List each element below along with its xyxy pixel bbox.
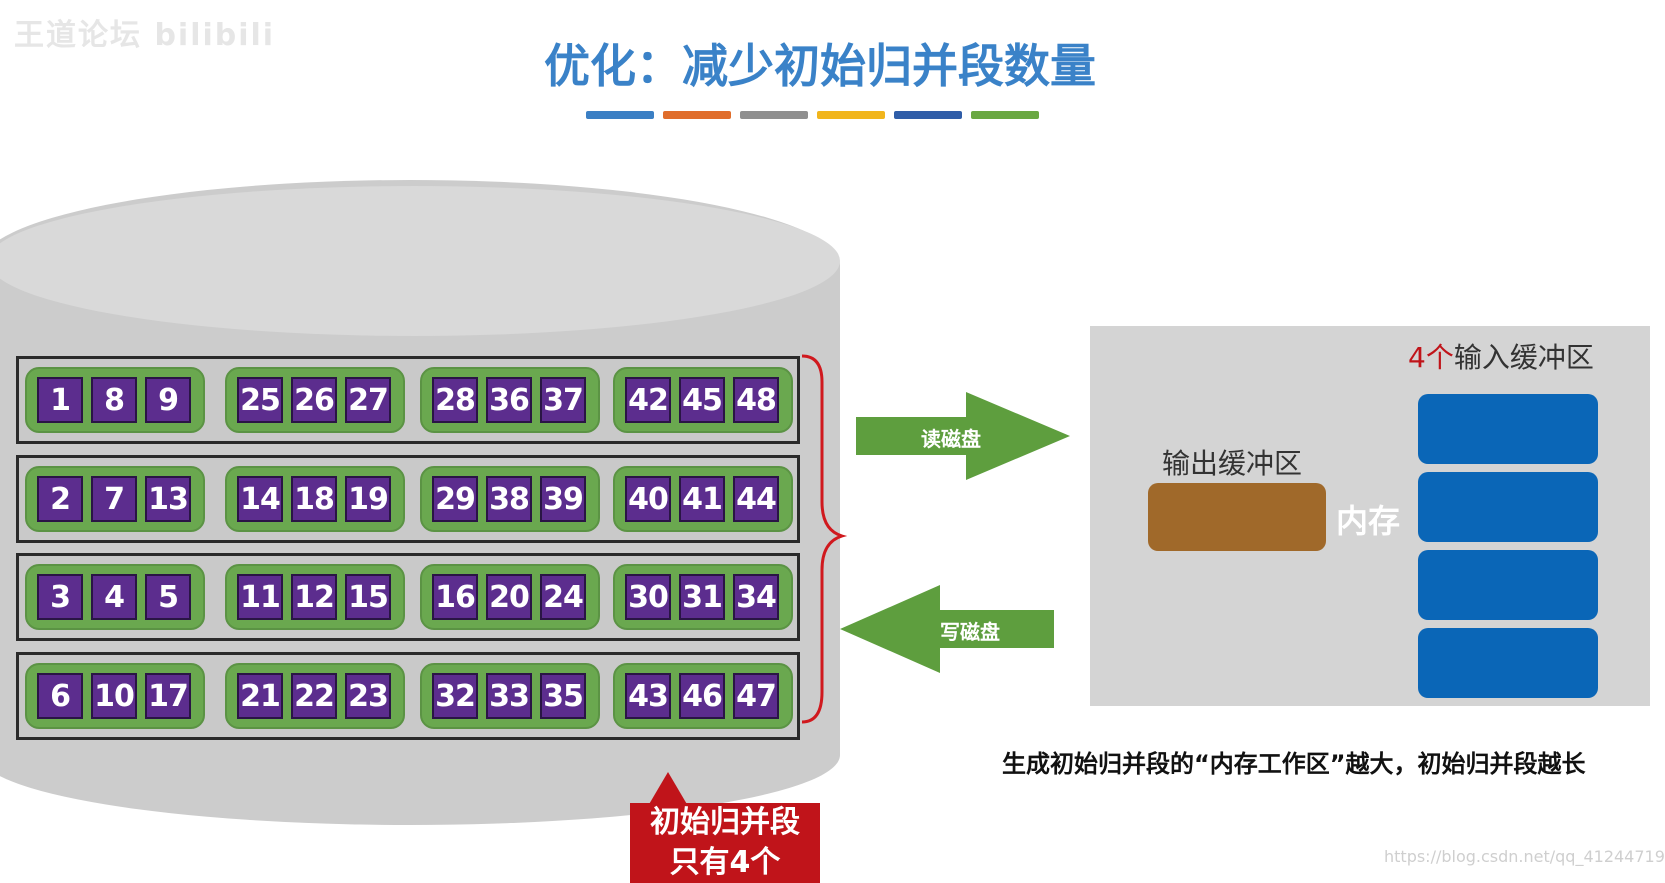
record-cell: 25: [237, 377, 283, 423]
callout-pointer: [648, 772, 688, 806]
write-arrow-label: 写磁盘: [940, 620, 1000, 644]
input-buffer-count: 4个: [1408, 341, 1454, 374]
source-url: https://blog.csdn.net/qq_41244719: [1384, 847, 1665, 866]
record-cell: 34: [733, 574, 779, 620]
input-buffer-4: [1418, 628, 1598, 698]
record-cell: 9: [145, 377, 191, 423]
record-cell: 45: [679, 377, 725, 423]
record-cell: 43: [625, 673, 671, 719]
record-cell: 5: [145, 574, 191, 620]
record-cell: 29: [432, 476, 478, 522]
input-buffer-1: [1418, 394, 1598, 464]
record-cell: 28: [432, 377, 478, 423]
input-buffer-label: 输入缓冲区: [1453, 341, 1594, 374]
write-arrow: [840, 585, 1054, 673]
callout-line-1: 初始归并段: [650, 805, 800, 840]
record-cell: 30: [625, 574, 671, 620]
record-cell: 48: [733, 377, 779, 423]
record-cell: 21: [237, 673, 283, 719]
record-cell: 36: [486, 377, 532, 423]
record-cell: 24: [540, 574, 586, 620]
record-cell: 17: [145, 673, 191, 719]
record-cell: 31: [679, 574, 725, 620]
record-cell: 1: [37, 377, 83, 423]
record-cell: 46: [679, 673, 725, 719]
record-cell: 13: [145, 476, 191, 522]
color-bar-segment: [894, 111, 962, 119]
record-cell: 44: [733, 476, 779, 522]
record-cell: 15: [345, 574, 391, 620]
record-cell: 41: [679, 476, 725, 522]
runs-callout: 初始归并段 只有4个: [630, 803, 820, 883]
input-buffer-3: [1418, 550, 1598, 620]
record-cell: 38: [486, 476, 532, 522]
record-cell: 26: [291, 377, 337, 423]
color-bar-segment: [971, 111, 1039, 119]
record-cell: 3: [37, 574, 83, 620]
record-cell: 7: [91, 476, 137, 522]
color-bar-segment: [817, 111, 885, 119]
record-cell: 19: [345, 476, 391, 522]
slide-title: 优化：减少初始归并段数量: [544, 39, 1096, 93]
record-cell: 2: [37, 476, 83, 522]
record-cell: 22: [291, 673, 337, 719]
record-cell: 12: [291, 574, 337, 620]
record-cell: 35: [540, 673, 586, 719]
color-bar-segment: [663, 111, 731, 119]
record-cell: 40: [625, 476, 671, 522]
color-bar-segment: [586, 111, 654, 119]
color-bar-segment: [740, 111, 808, 119]
record-cell: 32: [432, 673, 478, 719]
record-cell: 39: [540, 476, 586, 522]
record-cell: 18: [291, 476, 337, 522]
callout-line-2: 只有4个: [669, 845, 781, 880]
read-arrow-label: 读磁盘: [921, 427, 981, 451]
red-brace: [801, 354, 848, 724]
record-cell: 42: [625, 377, 671, 423]
record-cell: 33: [486, 673, 532, 719]
record-cell: 16: [432, 574, 478, 620]
output-buffer-label: 输出缓冲区: [1162, 447, 1303, 480]
record-cell: 14: [237, 476, 283, 522]
record-cell: 20: [486, 574, 532, 620]
record-cell: 10: [91, 673, 137, 719]
record-cell: 23: [345, 673, 391, 719]
input-buffer-2: [1418, 472, 1598, 542]
memory-label: 内存: [1336, 502, 1401, 540]
record-cell: 6: [37, 673, 83, 719]
read-arrow: [856, 392, 1070, 480]
record-cell: 11: [237, 574, 283, 620]
record-cell: 8: [91, 377, 137, 423]
bottom-note: 生成初始归并段的“内存工作区”越大，初始归并段越长: [1002, 750, 1586, 778]
record-cell: 37: [540, 377, 586, 423]
record-cell: 4: [91, 574, 137, 620]
output-buffer: [1148, 483, 1326, 551]
disk-top: [0, 186, 840, 336]
record-cell: 47: [733, 673, 779, 719]
record-cell: 27: [345, 377, 391, 423]
watermark: 王道论坛 bilibili: [14, 18, 276, 53]
input-buffer-title: 4个输入缓冲区: [1408, 336, 1594, 376]
